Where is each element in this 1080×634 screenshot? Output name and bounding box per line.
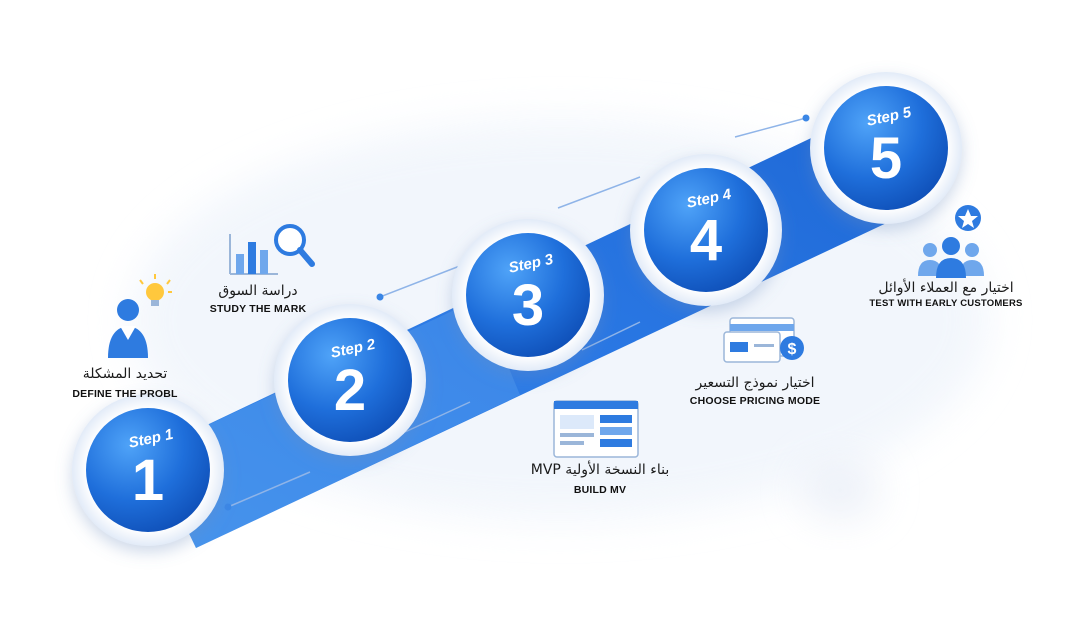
step-4-labels: اختيار نموذج التسعير CHOOSE PRICING MODE — [650, 375, 860, 407]
step-5-title-ar: اختيار مع العملاء الأوائل — [878, 280, 1014, 296]
step-1-circle: Step 11 — [72, 394, 224, 546]
card-dollar-icon: $ — [723, 317, 804, 363]
step-4-number: 4 — [690, 208, 722, 273]
step-1-disc — [86, 408, 210, 532]
step-3-title-en: BUILD MV — [573, 484, 627, 496]
step-4-disc — [644, 168, 768, 292]
browser-window-icon — [553, 400, 639, 458]
person-lightbulb-icon — [108, 274, 172, 358]
step-1-title-ar: تحديد المشكلة — [82, 366, 168, 382]
step-3-circle: Step 33 — [452, 219, 604, 371]
step-4-title-ar: اختيار نموذج التسعير — [695, 375, 815, 391]
step-2-title-en: STUDY THE MARK — [209, 303, 307, 315]
step-2-title-ar: دراسة السوق — [218, 283, 298, 299]
step-2-number: 2 — [334, 358, 366, 423]
step-5-labels: اختيار مع العملاء الأوائل TEST WITH EARL… — [856, 280, 1036, 309]
decor-blob — [800, 460, 880, 520]
step-1-labels: تحديد المشكلة DEFINE THE PROBL — [40, 366, 210, 400]
step-3-number: 3 — [512, 273, 544, 338]
svg-text:$: $ — [788, 341, 797, 358]
step-3-disc — [466, 233, 590, 357]
customers-star-icon — [918, 205, 984, 278]
step-5-circle: Step 55 — [810, 72, 962, 224]
step-5-number: 5 — [870, 126, 902, 191]
step-2-labels: دراسة السوق STUDY THE MARK — [183, 283, 333, 315]
step-3-labels: بناء النسخة الأولية MVP BUILD MV — [500, 462, 700, 496]
chart-magnifier-icon — [229, 224, 315, 275]
step-1-number: 1 — [132, 448, 164, 513]
step-5-title-en: TEST WITH EARLY CUSTOMERS — [869, 298, 1023, 309]
step-3-title-ar: بناء النسخة الأولية MVP — [530, 462, 670, 478]
step-2-circle: Step 22 — [274, 304, 426, 456]
step-4-title-en: CHOOSE PRICING MODE — [689, 395, 821, 407]
step-2-disc — [288, 318, 412, 442]
step-1-title-en: DEFINE THE PROBL — [72, 388, 178, 400]
step-5-disc — [824, 86, 948, 210]
connector-lines — [227, 117, 807, 508]
step-4-circle: Step 44 — [630, 154, 782, 306]
connector-dots — [224, 114, 810, 511]
